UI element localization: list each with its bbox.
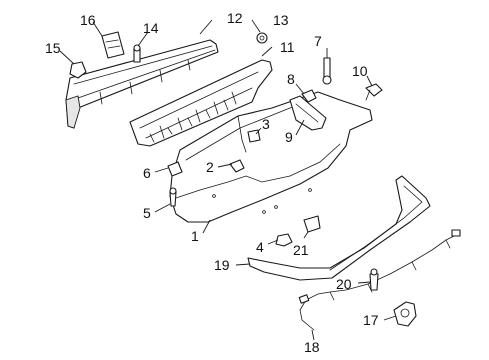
leader-lines <box>59 19 397 341</box>
nut-15 <box>69 61 87 79</box>
park-sensor <box>393 301 417 327</box>
callout-8: 8 <box>287 71 295 87</box>
nut-6 <box>167 161 183 177</box>
callout-7: 7 <box>314 33 322 49</box>
nut-4 <box>275 233 293 247</box>
callout-9: 9 <box>285 129 293 145</box>
reinforcement-bar <box>65 39 219 129</box>
side-bracket <box>289 95 327 131</box>
callout-17: 17 <box>363 312 379 328</box>
callout-1: 1 <box>191 228 199 244</box>
callout-14: 14 <box>143 20 159 36</box>
retainer-21 <box>303 215 321 233</box>
bolt-14 <box>133 44 141 63</box>
screw-5 <box>169 187 177 207</box>
callout-11: 11 <box>280 39 295 55</box>
callout-labels: 1 2 3 4 5 6 7 8 9 10 11 12 13 14 15 16 1… <box>45 10 379 355</box>
callout-12: 12 <box>227 10 243 26</box>
clip-2 <box>229 159 245 173</box>
wiring-harness <box>298 229 461 331</box>
callout-2: 2 <box>206 159 214 175</box>
callout-21: 21 <box>293 242 309 258</box>
callout-6: 6 <box>143 165 151 181</box>
callout-20: 20 <box>336 276 352 292</box>
lower-valance <box>247 175 431 281</box>
clip-10 <box>365 83 383 101</box>
push-pin-20 <box>369 268 379 291</box>
callout-13: 13 <box>273 12 289 28</box>
callout-16: 16 <box>80 12 96 28</box>
callout-15: 15 <box>45 40 61 56</box>
bolt-7 <box>322 57 332 85</box>
callout-4: 4 <box>256 239 264 255</box>
energy-absorber <box>129 59 273 147</box>
callout-18: 18 <box>304 339 320 355</box>
clip-8 <box>301 89 317 103</box>
nut-13 <box>256 32 268 44</box>
callout-3: 3 <box>262 116 270 132</box>
callout-5: 5 <box>143 205 151 221</box>
callout-19: 19 <box>214 257 230 273</box>
bracket-16 <box>101 31 125 59</box>
callout-10: 10 <box>352 63 368 79</box>
